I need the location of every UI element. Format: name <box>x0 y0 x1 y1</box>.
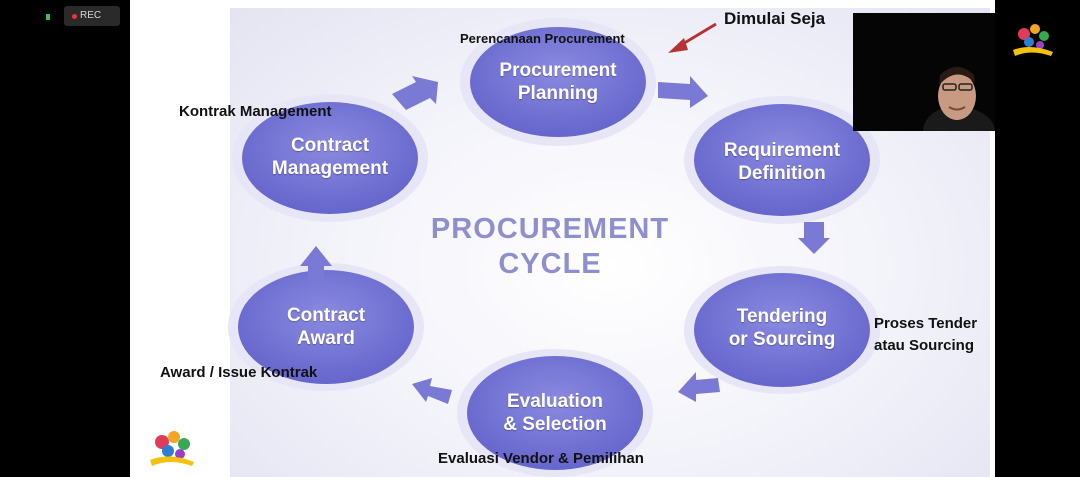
node-line: Award <box>297 328 355 349</box>
node-line: Procurement <box>499 60 617 81</box>
speaker-video-tile[interactable] <box>853 13 995 131</box>
node-label-evaluation-selection: Evaluation & Selection <box>465 390 645 436</box>
annotation-arrow-icon <box>668 22 717 53</box>
cycle-arrow-icon <box>678 372 720 402</box>
slide-title: PROCUREMENT CYCLE <box>390 212 710 282</box>
cycle-arrow-icon <box>392 76 438 110</box>
node-tendering-sourcing <box>684 266 880 394</box>
node-requirement-definition <box>684 96 880 224</box>
node-line: Management <box>271 158 389 179</box>
annotation-management: Kontrak Management <box>179 103 332 120</box>
node-label-procurement-planning: Procurement Planning <box>468 59 648 105</box>
node-contract-management <box>232 94 428 222</box>
annotation-tender: Proses Tender atau Sourcing <box>874 313 977 357</box>
slide-title-line: PROCUREMENT <box>430 213 670 245</box>
node-line: or Sourcing <box>728 329 836 350</box>
cycle-arrow-icon <box>412 378 452 404</box>
cycle-arrow-icon <box>300 246 332 282</box>
recording-label: REC <box>80 10 102 21</box>
recording-badge[interactable]: REC <box>64 6 120 26</box>
node-label-requirement-definition: Requirement Definition <box>692 139 872 185</box>
node-line: Contract <box>286 305 366 326</box>
colorful-logo-icon <box>1013 24 1053 56</box>
node-line: Contract <box>290 135 370 156</box>
meeting-top-bar: REC <box>0 0 130 30</box>
speaker-video-icon <box>853 13 995 131</box>
node-line: Requirement <box>723 140 841 161</box>
node-contract-award <box>228 263 424 391</box>
slide-title-line: CYCLE <box>498 248 602 280</box>
annotation-line: atau Sourcing <box>874 337 975 354</box>
recording-dot-icon <box>72 13 77 19</box>
node-line: Evaluation <box>506 391 604 412</box>
colorful-logo-icon <box>150 431 194 466</box>
annotation-evaluation: Evaluasi Vendor & Pemilihan <box>438 450 644 467</box>
annotation-line: Proses Tender <box>874 315 978 332</box>
cycle-arrow-icon <box>798 222 830 254</box>
node-line: & Selection <box>503 414 607 435</box>
connection-indicator-icon <box>46 14 50 20</box>
annotation-start: Dimulai Seja <box>724 9 826 28</box>
node-procurement-planning <box>460 18 656 146</box>
cycle-arrow-icon <box>658 76 708 108</box>
node-line: Definition <box>738 163 826 184</box>
annotation-award: Award / Issue Kontrak <box>160 364 318 381</box>
node-evaluation-selection <box>457 349 653 477</box>
node-line: Planning <box>517 83 599 104</box>
node-line: Tendering <box>736 306 828 327</box>
node-label-tendering-sourcing: Tendering or Sourcing <box>692 305 872 351</box>
annotation-planning: Perencanaan Procurement <box>460 31 625 46</box>
node-label-contract-award: Contract Award <box>236 304 416 350</box>
procurement-cycle-diagram <box>228 18 880 477</box>
node-label-contract-management: Contract Management <box>240 134 420 180</box>
